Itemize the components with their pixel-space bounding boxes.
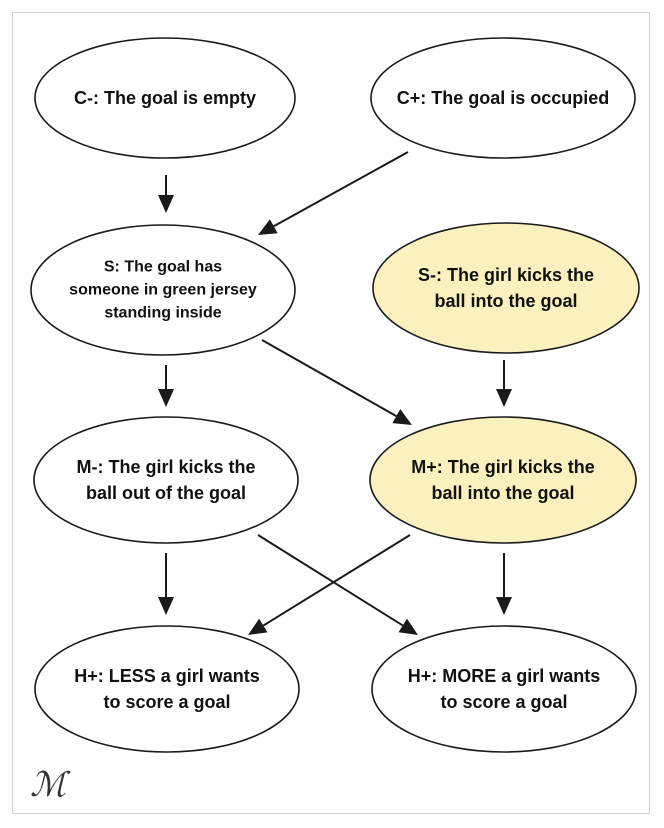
node-s-minus: S-: The girl kicks the ball into the goal xyxy=(372,222,640,354)
node-label-line: M-: The girl kicks the xyxy=(76,457,255,477)
node-h-more: H+: MORE a girl wants to score a goal xyxy=(371,625,637,753)
node-ellipse xyxy=(371,625,637,753)
edge-c-plus-to-s xyxy=(258,151,409,235)
node-label-line: ball out of the goal xyxy=(86,483,246,503)
edge-c-minus-to-s xyxy=(158,175,174,213)
node-ellipse xyxy=(372,222,640,354)
edge-s-minus-to-m-plus xyxy=(496,360,512,407)
edge-m-plus-to-h-less xyxy=(248,534,411,635)
node-label-line: to score a goal xyxy=(103,692,230,712)
node-label-line: ball into the goal xyxy=(435,291,578,311)
node-ellipse xyxy=(370,37,636,159)
arrowhead-icon xyxy=(158,195,174,213)
nodes-layer: C-: The goal is empty C+: The goal is occ… xyxy=(30,37,640,753)
arrowhead-icon xyxy=(496,389,512,407)
arrowhead-icon xyxy=(392,409,412,425)
node-label-line: C+: The goal is occupied xyxy=(397,88,610,108)
node-label-line: ball into the goal xyxy=(432,483,575,503)
node-ellipse xyxy=(34,625,300,753)
node-m-minus: M-: The girl kicks the ball out of the go… xyxy=(33,416,299,544)
edge-s-to-m-minus xyxy=(158,365,174,407)
edge-line xyxy=(273,151,409,228)
node-ellipse xyxy=(30,224,296,356)
arrowhead-icon xyxy=(248,618,268,635)
node-m-plus: M+: The girl kicks the ball into the goal xyxy=(369,416,637,544)
node-ellipse xyxy=(369,416,637,544)
node-ellipse xyxy=(33,416,299,544)
arrowhead-icon xyxy=(398,618,418,635)
edge-m-minus-to-h-more xyxy=(257,534,418,635)
edge-line xyxy=(262,534,411,627)
node-label-line: S: The goal has xyxy=(104,258,222,275)
node-label-line: to score a goal xyxy=(440,692,567,712)
arrowhead-icon xyxy=(496,597,512,615)
edge-m-minus-to-h-less xyxy=(158,553,174,615)
node-label-line: H+: LESS a girl wants xyxy=(74,666,260,686)
arrowhead-icon xyxy=(158,389,174,407)
edge-m-plus-to-h-more xyxy=(496,553,512,615)
edges-layer xyxy=(158,151,512,635)
signature-logo: ℳ xyxy=(30,765,67,805)
node-label-line: S-: The girl kicks the xyxy=(418,265,594,285)
edge-s-to-m-plus xyxy=(261,339,412,425)
node-s: S: The goal has someone in green jersey st… xyxy=(30,224,296,356)
node-label-line: standing inside xyxy=(104,305,221,322)
node-label-line: H+: MORE a girl wants xyxy=(408,666,601,686)
arrowhead-icon xyxy=(258,219,278,235)
node-ellipse xyxy=(34,37,296,159)
node-label-line: M+: The girl kicks the xyxy=(411,457,595,477)
arrowhead-icon xyxy=(158,597,174,615)
node-label-line: C-: The goal is empty xyxy=(74,88,256,108)
edge-line xyxy=(261,339,397,417)
node-c-plus: C+: The goal is occupied xyxy=(370,37,636,159)
node-c-minus: C-: The goal is empty xyxy=(34,37,296,159)
node-label-line: someone in green jersey xyxy=(69,282,257,299)
edge-line xyxy=(257,534,404,627)
node-h-less: H+: LESS a girl wants to score a goal xyxy=(34,625,300,753)
